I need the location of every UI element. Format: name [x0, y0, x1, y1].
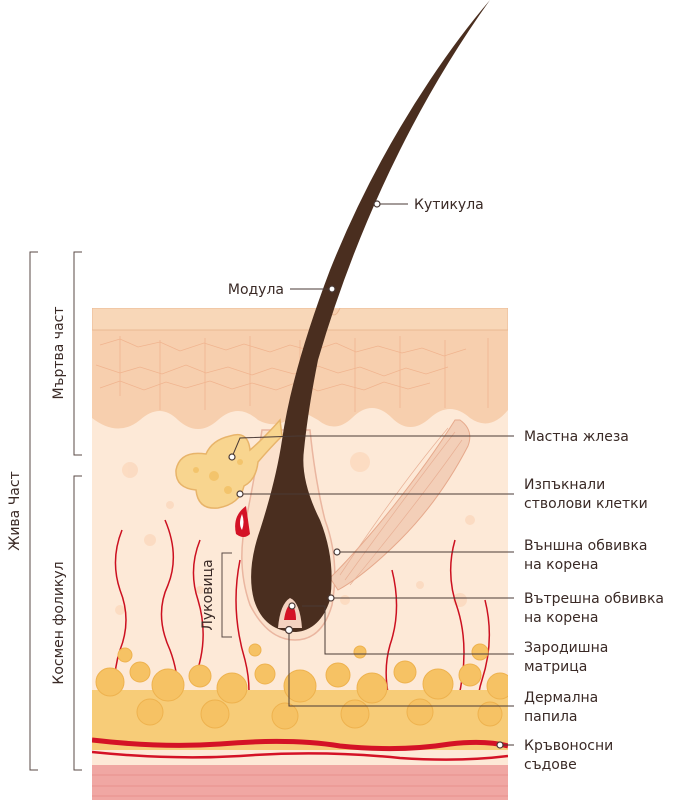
bracket-bulb	[221, 552, 232, 638]
label-inner-root-line1: Вътрешна обвивка	[524, 591, 664, 607]
label-outer-root-line2: на корена	[524, 557, 598, 573]
label-dead-part: Мъртва част	[51, 307, 67, 400]
label-stem-cells-line1: Изпъкнали	[524, 477, 605, 493]
leader-dots	[228, 200, 504, 749]
bracket-living-part	[29, 251, 38, 771]
gland-cells	[193, 459, 243, 494]
epidermis-cell-texture	[95, 336, 489, 412]
label-sebaceous-gland: Мастна жлеза	[524, 429, 629, 445]
label-papilla-line2: папила	[524, 709, 578, 725]
bracket-follicle	[73, 475, 82, 771]
hypodermis-band	[92, 765, 508, 800]
label-vessels-line1: Кръвоносни	[524, 738, 613, 754]
hair-shaft	[251, 0, 490, 632]
bracket-dead-part	[73, 251, 82, 456]
label-vessels-line2: съдове	[524, 757, 577, 773]
blood-vessel-main	[92, 737, 508, 752]
label-matrix-line2: матрица	[524, 659, 587, 675]
hypodermis-stripes	[92, 774, 508, 797]
label-matrix-line1: Зародишна	[524, 640, 608, 656]
label-follicle: Космен фоликул	[51, 561, 67, 684]
stratum-corneum	[92, 308, 508, 331]
label-stem-cells-line2: стволови клетки	[524, 496, 648, 512]
blood-vessel-minor	[92, 750, 508, 761]
leader-lines	[231, 203, 514, 746]
label-bulb: Луковица	[200, 559, 216, 630]
label-medulla: Модула	[228, 282, 284, 298]
bulge-highlight	[240, 514, 244, 530]
label-inner-root-line2: на корена	[524, 610, 598, 626]
label-outer-root-line1: Външна обвивка	[524, 538, 647, 554]
label-cuticle: Кутикула	[414, 197, 484, 213]
label-papilla-line1: Дермална	[524, 690, 598, 706]
muscle-fibers	[339, 427, 463, 586]
sebaceous-gland	[175, 418, 283, 509]
label-living-part: Жива Част	[7, 471, 23, 551]
